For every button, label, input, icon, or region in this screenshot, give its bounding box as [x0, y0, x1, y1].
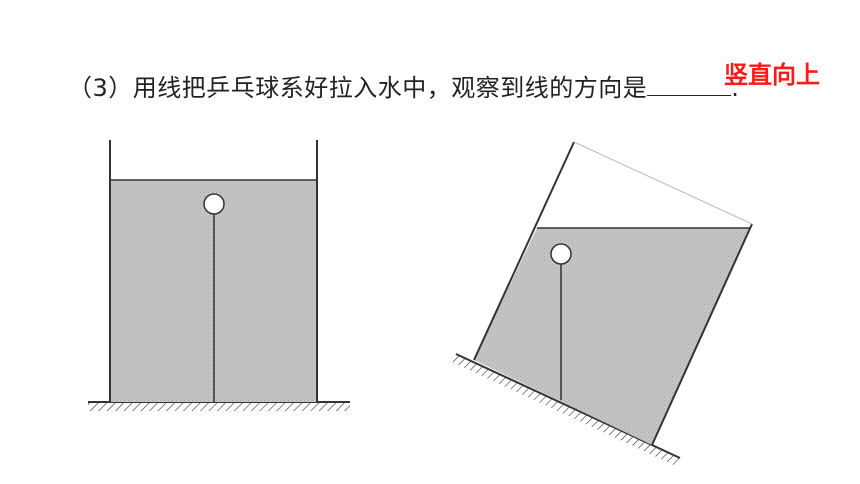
right-ping-pong-ball — [550, 243, 572, 265]
question-prompt: （3）用线把乒乓球系好拉入水中，观察到线的方向是 — [68, 74, 648, 102]
right-water — [474, 228, 750, 445]
left-setup — [88, 140, 350, 411]
question-text: （3）用线把乒乓球系好拉入水中，观察到线的方向是. — [68, 68, 739, 108]
right-container-wall-right — [651, 223, 753, 446]
right-container-wall-left — [473, 141, 575, 361]
incline-hatch — [452, 354, 680, 466]
right-container-top-edge — [573, 141, 753, 225]
question-trailing: . — [731, 74, 740, 102]
left-ping-pong-ball — [203, 193, 225, 215]
left-ground-hatch — [88, 402, 350, 411]
answer-blank — [647, 69, 732, 96]
right-setup — [452, 141, 753, 466]
incline-line — [455, 353, 681, 459]
answer-text: 竖直向上 — [724, 61, 820, 89]
